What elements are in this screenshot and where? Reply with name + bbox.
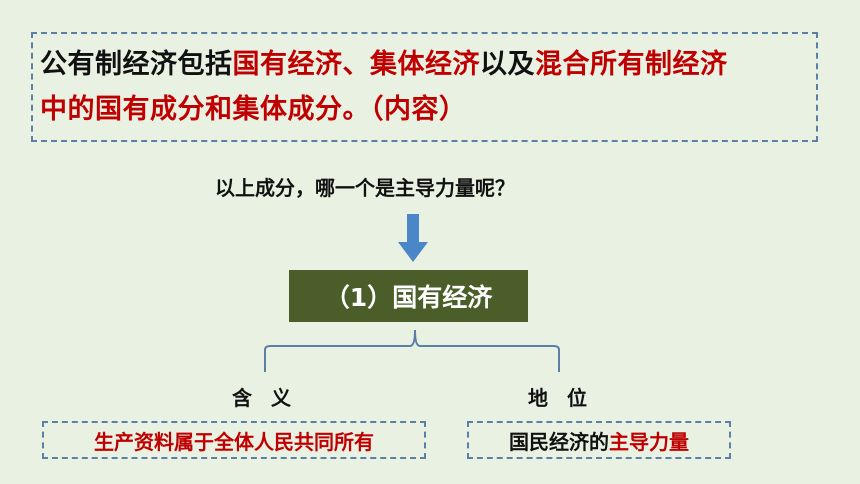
- question-text: 以上成分，哪一个是主导力量呢？: [215, 176, 515, 200]
- status-highlight: 主导力量: [609, 429, 689, 454]
- content-frame: [31, 32, 818, 142]
- intro-segment: 公有制经济包括: [40, 49, 233, 80]
- brace-connector: [264, 329, 560, 372]
- intro-segment: 。（内容）: [342, 94, 467, 125]
- status-prefix: 国民经济的: [509, 429, 609, 454]
- status-box: 国民经济的主导力量: [467, 421, 731, 459]
- down-arrow-icon: [398, 214, 428, 262]
- definition-text: 生产资料属于全体人民共同所有: [94, 429, 374, 454]
- intro-highlight: 国有经济、集体经济: [232, 49, 480, 80]
- intro-highlight: 混合所有制经济: [535, 49, 728, 80]
- meaning-label: 含 义: [232, 386, 297, 410]
- intro-highlight: 中的国有成分和集体成分: [40, 94, 343, 125]
- intro-segment: 以及: [480, 49, 535, 80]
- section-title: （1）国有经济: [289, 270, 528, 322]
- definition-box: 生产资料属于全体人民共同所有: [42, 421, 426, 459]
- position-label: 地 位: [528, 386, 593, 410]
- intro-text: 公有制经济包括国有经济、集体经济以及混合所有制经济 中的国有成分和集体成分。（内…: [40, 42, 810, 132]
